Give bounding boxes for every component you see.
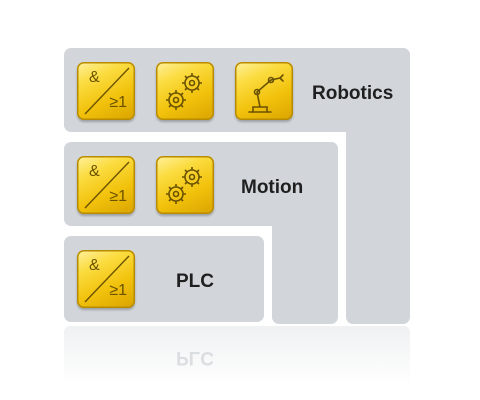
or-symbol: ≥1 — [109, 94, 127, 111]
and-symbol: & — [89, 69, 100, 86]
robotics-robot-arm-button[interactable] — [235, 62, 293, 120]
floor-reflection — [64, 326, 410, 386]
robotics-logic-button[interactable]: & ≥1 — [77, 62, 135, 120]
motion-gears-button[interactable] — [156, 156, 214, 214]
plc-logic-button[interactable]: & ≥1 — [77, 250, 135, 308]
robotics-label: Robotics — [312, 83, 394, 104]
logic-diagonal-icon — [84, 67, 130, 115]
motion-logic-button[interactable]: & ≥1 — [77, 156, 135, 214]
plc-reflection-label: PLC — [176, 347, 214, 368]
robot-arm-icon — [248, 74, 284, 113]
and-symbol: & — [89, 257, 100, 274]
and-symbol: & — [89, 163, 100, 180]
plc-label: PLC — [176, 271, 214, 292]
logic-diagonal-icon — [84, 255, 130, 303]
logic-diagonal-icon — [84, 161, 130, 209]
gears-icon — [166, 73, 202, 110]
gears-icon — [166, 167, 202, 204]
motion-panel-column — [272, 142, 338, 324]
motion-label: Motion — [241, 177, 304, 198]
robotics-panel-column — [346, 48, 410, 324]
or-symbol: ≥1 — [109, 282, 127, 299]
robotics-gears-button[interactable] — [156, 62, 214, 120]
or-symbol: ≥1 — [109, 188, 127, 205]
